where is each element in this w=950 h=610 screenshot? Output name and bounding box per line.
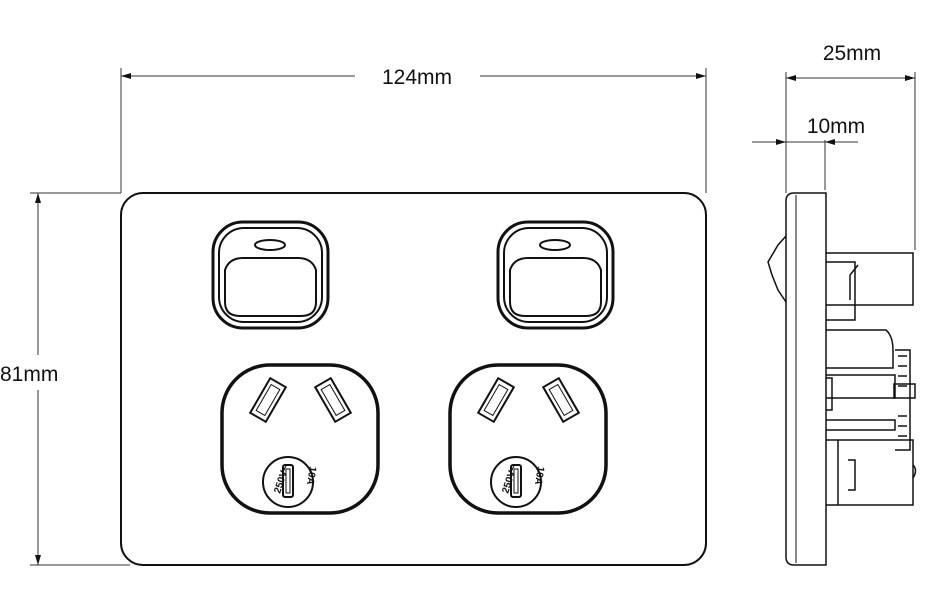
plate-thickness-label: 10mm bbox=[807, 115, 865, 138]
height-label: 81mm bbox=[0, 363, 58, 386]
side-view bbox=[767, 192, 917, 566]
socket-left bbox=[220, 363, 380, 515]
socket-left-current: 10A bbox=[304, 465, 318, 485]
switch-left bbox=[211, 220, 330, 330]
plate-thickness-dimension: 10mm bbox=[752, 115, 865, 190]
width-label: 124mm bbox=[382, 66, 452, 89]
side-rocker bbox=[767, 235, 787, 303]
depth-label: 25mm bbox=[823, 42, 881, 65]
width-dimension: 124mm bbox=[120, 66, 707, 193]
front-view: 250V~ 10A 250V~ 10A bbox=[120, 192, 707, 566]
side-plate bbox=[785, 192, 827, 566]
switch-right bbox=[496, 220, 615, 330]
depth-dimension: 25mm bbox=[785, 42, 916, 250]
socket-right-voltage: 250V~ bbox=[500, 464, 520, 495]
socket-left-voltage: 250V~ bbox=[272, 464, 292, 495]
cover-plate bbox=[120, 192, 707, 566]
socket-right bbox=[448, 363, 608, 515]
socket-right-current: 10A bbox=[532, 465, 546, 485]
height-dimension: 81mm bbox=[0, 192, 130, 566]
